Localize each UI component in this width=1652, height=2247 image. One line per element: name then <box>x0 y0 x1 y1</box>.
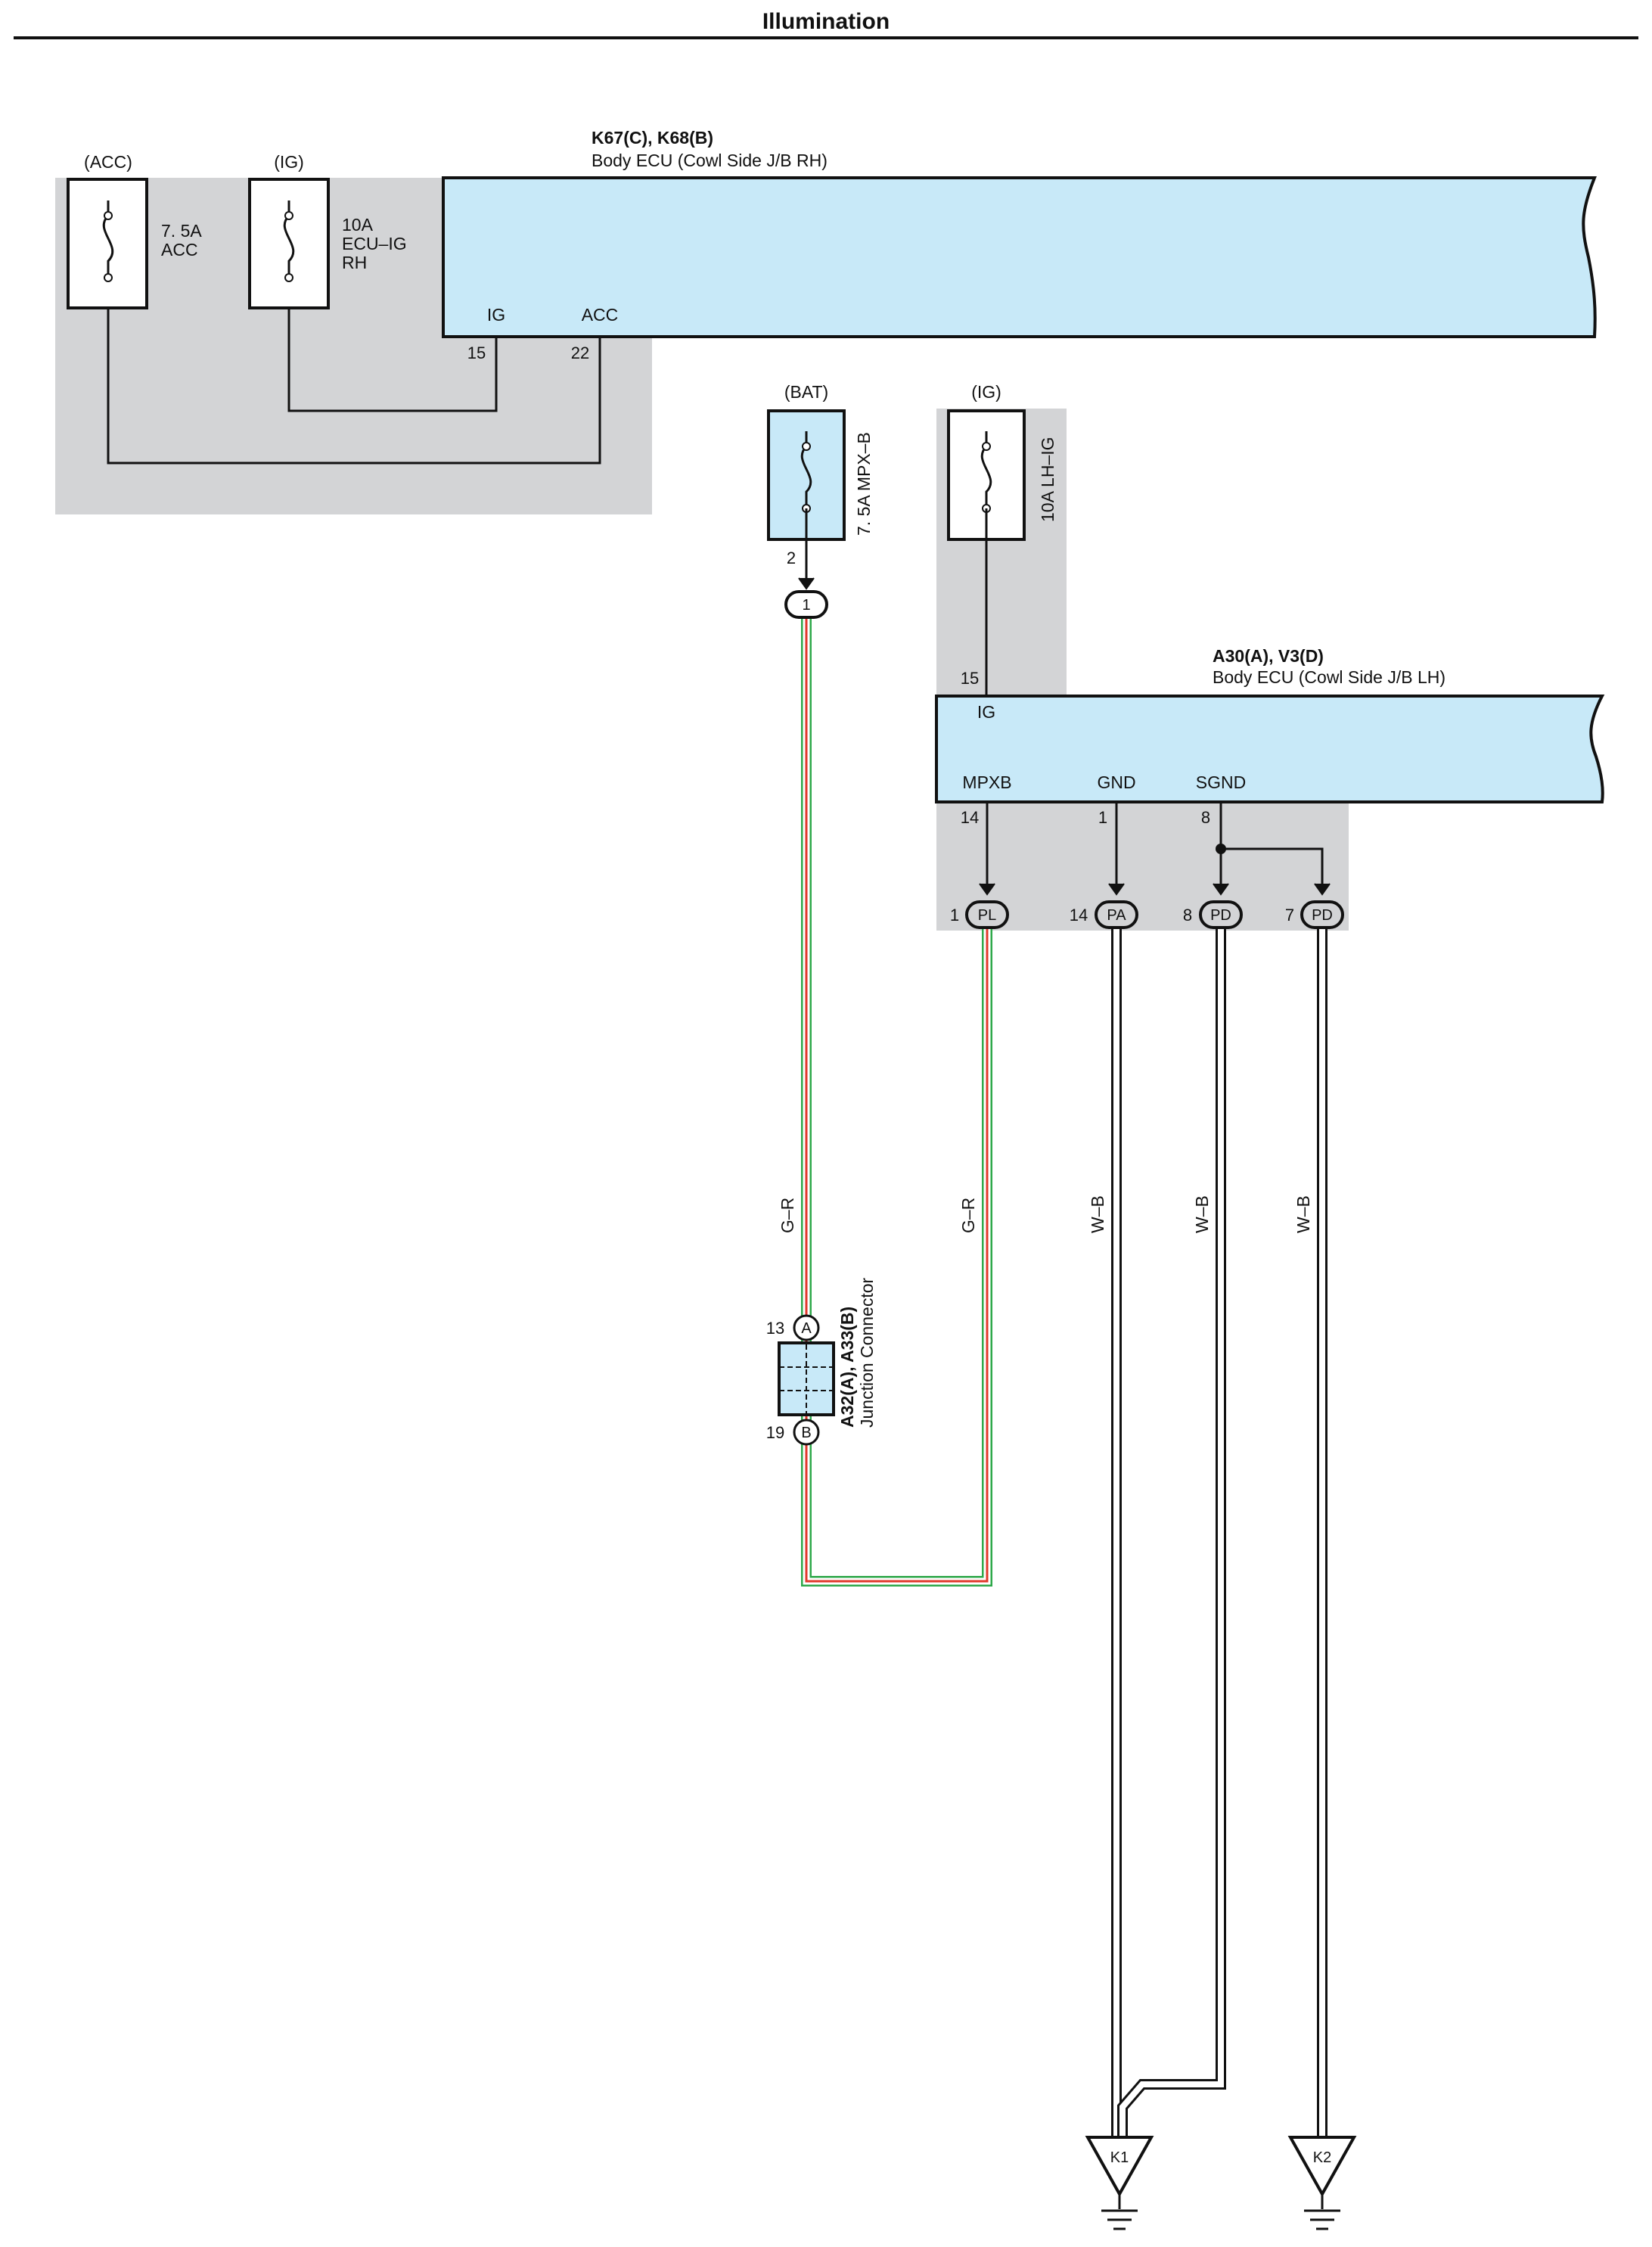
body-ecu-rh <box>442 176 1597 338</box>
connector-pd8 <box>1199 900 1243 929</box>
junction-name: Junction Connector <box>857 1277 877 1428</box>
arrow-bat <box>798 577 815 590</box>
fuse-lhig-node-top <box>982 442 991 451</box>
connector-pd7 <box>1300 900 1344 929</box>
connector-pd8-pin: 8 <box>1183 906 1192 925</box>
junction-connector <box>778 1341 835 1416</box>
ecu-lh-name: Body ECU (Cowl Side J/B LH) <box>1213 667 1446 687</box>
fuse-ecu-ig-source: (IG) <box>274 152 304 172</box>
fuse-ecu-ig-rating: 10A <box>342 215 374 235</box>
wire-label-sgnd8: W–B <box>1192 1195 1212 1233</box>
fuse-ecu-ig-name-1: ECU–IG <box>342 234 407 253</box>
junction-pin-a-number: 13 <box>766 1319 784 1338</box>
fuse-ecu-ig-name-2: RH <box>342 253 367 272</box>
ecu-lh-pin-14: 14 <box>961 808 979 827</box>
connector-pl <box>965 900 1009 929</box>
ground-k2-label: K2 <box>1313 2149 1331 2166</box>
wire-acc-rh <box>107 284 601 465</box>
fuse-acc-name: ACC <box>161 240 198 260</box>
connector-bat-1 <box>784 590 828 619</box>
ground-k2 <box>1287 2136 1357 2230</box>
fuse-mpxb-label: 7. 5A MPX–B <box>854 432 874 536</box>
connector-pa-pin: 14 <box>1070 906 1088 925</box>
junction-pin-a <box>793 1314 820 1341</box>
wire-label-gnd: W–B <box>1088 1195 1107 1233</box>
fuse-mpxb-pin: 2 <box>787 549 796 567</box>
ecu-rh-terminal-ig: IG <box>487 305 505 325</box>
wire-w-b <box>1111 927 1328 2137</box>
connector-pa <box>1095 900 1138 929</box>
ecu-rh-pin-15: 15 <box>467 343 486 362</box>
wire-g-r <box>801 618 992 1587</box>
ecu-rh-code: K67(C), K68(B) <box>592 128 713 148</box>
ecu-lh-terminal-gnd: GND <box>1097 772 1135 792</box>
page-title: Illumination <box>762 9 890 34</box>
fuse-mpxb-source: (BAT) <box>784 382 828 402</box>
connector-pl-code: PL <box>978 907 996 924</box>
ecu-rh-pin-22: 22 <box>571 343 589 362</box>
junction-code: A32(A), A33(B) <box>837 1307 857 1428</box>
ecu-rh-name: Body ECU (Cowl Side J/B RH) <box>592 151 828 170</box>
junction-pin-b-number: 19 <box>766 1423 784 1442</box>
connector-pd7-pin: 7 <box>1285 906 1294 925</box>
fuse-acc-rating: 7. 5A <box>161 221 202 241</box>
junction-pin-b <box>793 1419 820 1446</box>
fuse-ecu-ig-rh <box>248 178 330 309</box>
ecu-lh-terminal-mpxb: MPXB <box>962 772 1011 792</box>
fuse-acc-node-top <box>104 211 113 220</box>
ecu-lh-terminal-ig: IG <box>977 702 995 722</box>
fuse-ecu-ig-node-top <box>284 211 293 220</box>
connector-bat-code: 1 <box>802 597 810 614</box>
ecu-lh-pin-8: 8 <box>1201 808 1210 827</box>
arrow-pd8 <box>1213 883 1229 896</box>
body-ecu-lh <box>935 695 1605 803</box>
ecu-rh-terminal-acc: ACC <box>582 305 619 325</box>
ecu-lh-ig-pin: 15 <box>961 669 979 688</box>
fuse-lhig-source: (IG) <box>971 382 1001 402</box>
connector-pl-pin: 1 <box>950 906 959 925</box>
fuse-acc-source: (ACC) <box>84 152 132 172</box>
ground-k1-label: K1 <box>1110 2149 1129 2166</box>
ecu-lh-terminal-sgnd: SGND <box>1196 772 1246 792</box>
connector-pd7-code: PD <box>1312 907 1333 924</box>
arrow-pd7 <box>1314 883 1331 896</box>
arrow-pa <box>1108 883 1125 896</box>
ecu-lh-code: A30(A), V3(D) <box>1213 646 1324 666</box>
connector-pa-code: PA <box>1107 907 1126 924</box>
arrow-pl <box>979 883 995 896</box>
wire-label-mpxb-right: G–R <box>958 1198 978 1233</box>
fuse-acc <box>67 178 148 309</box>
fuse-mpxb-node-top <box>802 442 811 451</box>
junction-pin-b-letter: B <box>801 1425 811 1441</box>
ecu-lh-pin-1: 1 <box>1098 808 1107 827</box>
ground-k1 <box>1085 2136 1154 2230</box>
fuse-acc-node-bottom <box>104 273 113 282</box>
wire-ig-rh <box>287 284 498 412</box>
wire-label-mpxb-left: G–R <box>778 1198 797 1233</box>
sgnd-junction <box>1216 844 1226 854</box>
fuse-ecu-ig-node-bottom <box>284 273 293 282</box>
junction-pin-a-letter: A <box>801 1320 812 1337</box>
connector-pd8-code: PD <box>1210 907 1231 924</box>
wire-label-sgnd7: W–B <box>1293 1195 1313 1233</box>
fuse-lhig-label: 10A LH–IG <box>1038 437 1057 522</box>
